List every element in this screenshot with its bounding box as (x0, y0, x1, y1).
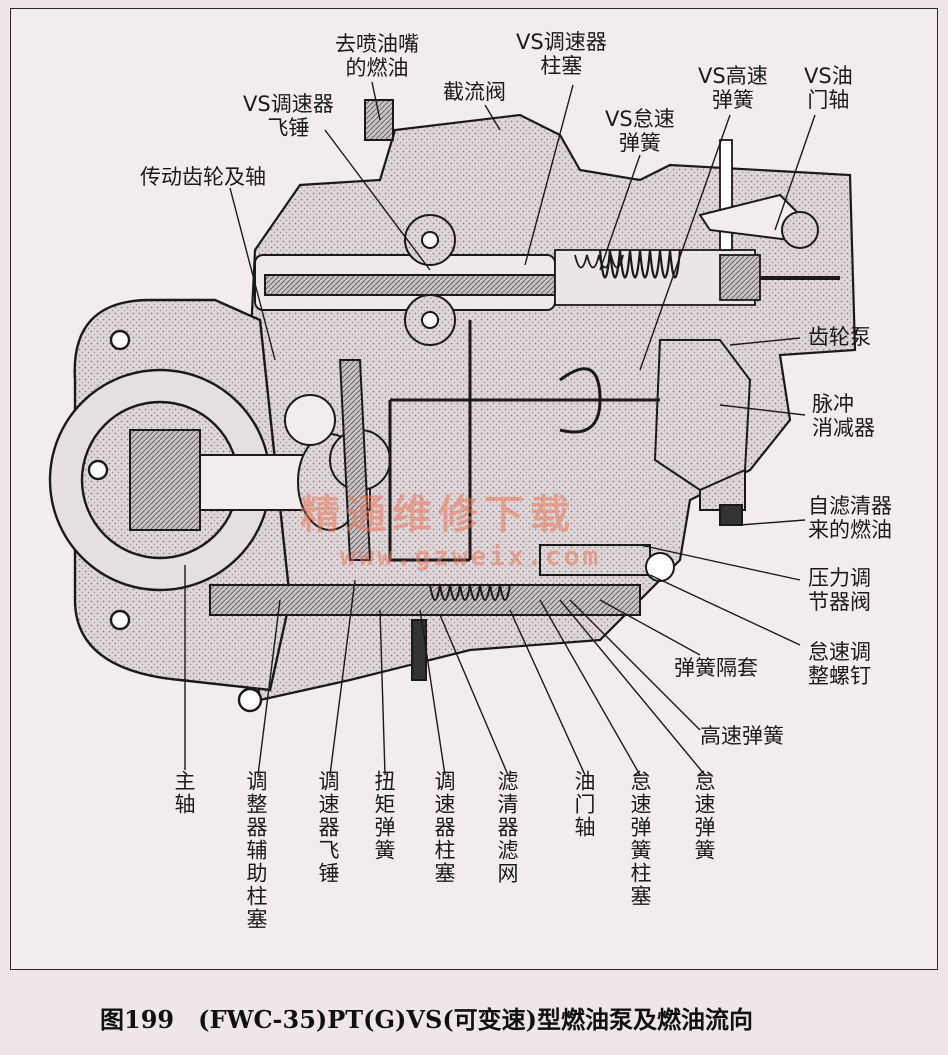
lower-governor-assembly (209, 544, 675, 681)
governor-gears (284, 359, 391, 561)
label-fuel-from-filter: 自滤清器 来的燃油 (808, 494, 892, 542)
leader-lines (184, 81, 816, 776)
label-throttle-valve: 截流阀 (443, 80, 506, 104)
label-idle-spring: 怠速弹簧 (692, 770, 716, 862)
label-vs-governor-flyweight: VS调速器 飞锤 (243, 92, 334, 140)
label-high-speed-spring: 高速弹簧 (700, 724, 784, 748)
gear-pump-part (653, 339, 752, 492)
label-pulse-damper: 脉冲 消减器 (812, 392, 875, 440)
label-governor-flyweight: 调速器飞锤 (316, 770, 340, 885)
label-main-shaft: 主轴 (172, 770, 196, 816)
fuel-passages (388, 320, 660, 562)
label-spring-spacer: 弹簧隔套 (674, 656, 758, 680)
label-gear-pump: 齿轮泵 (808, 325, 871, 349)
label-vs-throttle-shaft: VS油 门轴 (804, 64, 853, 112)
label-vs-governor-plunger: VS调速器 柱塞 (516, 30, 607, 78)
label-torque-spring: 扭矩弹簧 (372, 770, 396, 862)
watermark-url: www.gzweix.com (340, 542, 602, 572)
label-governor-plunger: 调速器柱塞 (432, 770, 456, 885)
label-idle-adjust-screw: 怠速调 整螺钉 (808, 640, 871, 688)
label-idle-spring-plunger: 怠速弹簧柱塞 (628, 770, 652, 908)
label-filter-screen: 滤清器滤网 (495, 770, 519, 885)
label-vs-high-speed-spring: VS高速 弹簧 (698, 64, 768, 112)
label-pressure-regulator-valve: 压力调 节器阀 (808, 566, 871, 614)
figure-caption: 图199 (FWC-35)PT(G)VS(可变速)型燃油泵及燃油流向 (100, 1005, 754, 1034)
label-governor-aux-plunger: 调整器辅助柱塞 (244, 770, 268, 931)
label-throttle-shaft: 油门轴 (572, 770, 596, 839)
label-drive-gear-shaft: 传动齿轮及轴 (140, 165, 266, 189)
label-to-injector-fuel: 去喷油嘴 的燃油 (335, 32, 419, 80)
watermark-text: 精通维修下载 (300, 491, 576, 538)
label-vs-idle-spring: VS怠速 弹簧 (605, 107, 675, 155)
